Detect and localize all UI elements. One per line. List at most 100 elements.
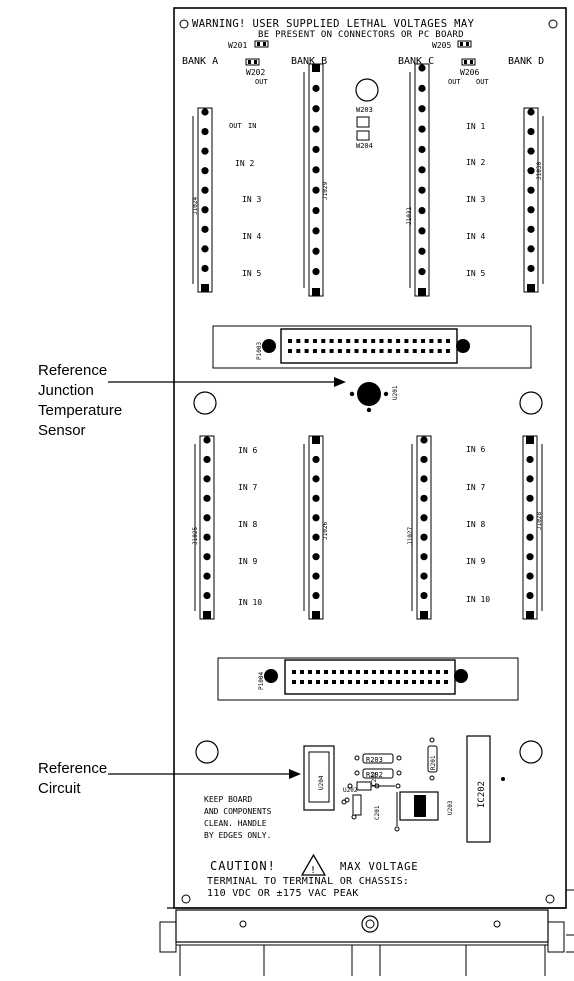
header-pin [308, 670, 312, 674]
terminal-blocks [192, 63, 544, 620]
callout-reference-junction-sensor: Reference Junction Temperature Sensor [38, 361, 122, 441]
out-label: OUT [476, 78, 489, 86]
ic-body [308, 751, 330, 803]
header-pin [356, 670, 360, 674]
terminal-pin [418, 227, 426, 235]
header-pin [404, 670, 408, 674]
out-label: OUT [229, 122, 242, 130]
header-pin [404, 349, 409, 353]
header-pin [364, 670, 368, 674]
callout-reference-circuit: Reference Circuit [38, 759, 107, 799]
jumper-label: W205 [432, 41, 451, 50]
header-pin [312, 339, 317, 343]
terminal-pin [418, 206, 426, 215]
terminal-pin [201, 245, 209, 253]
warning-line-2: BE PRESENT ON CONNECTORS OR PC BOARD [258, 30, 464, 40]
terminal-pin [526, 455, 534, 464]
warning-triangle-icon [300, 853, 327, 876]
jumper-pin [248, 60, 251, 64]
jumper-pin [263, 42, 266, 46]
jumper-block [457, 40, 472, 48]
header-pin [312, 349, 317, 353]
mounting-hole [179, 19, 189, 29]
terminal-block [523, 107, 539, 293]
terminal-pin [418, 166, 426, 174]
terminal-pin-square [201, 284, 209, 292]
solder-pad [351, 814, 357, 820]
header-pin [388, 680, 392, 684]
warning-triangle-mark: ! [310, 865, 316, 876]
chassis-bracket [159, 907, 566, 976]
solder-pad [347, 783, 353, 789]
callout-arrowhead [334, 377, 346, 387]
solder-pad [344, 797, 350, 803]
header-pin [379, 349, 384, 353]
ribbon-ref: P1004 [258, 672, 265, 690]
terminal-block [308, 63, 324, 297]
keep-clean-line: BY EDGES ONLY. [204, 831, 271, 840]
channel-label: IN 9 [238, 557, 257, 566]
resistor-body [362, 768, 394, 779]
channel-label: IN 7 [466, 483, 485, 492]
header-pin [346, 349, 351, 353]
terminal-pin [203, 591, 211, 600]
header-pin [362, 349, 367, 353]
header-pin [292, 680, 296, 684]
header-pin [437, 349, 442, 353]
caution-line-3: 110 VDC OR ±175 VAC PEAK [207, 888, 359, 899]
connector-footprint [212, 325, 532, 369]
bracket-hole [239, 920, 247, 928]
header-pin [437, 339, 442, 343]
channel-label: IN 1 [466, 122, 485, 131]
channel-label: IN 6 [466, 445, 485, 454]
mounting-hole [545, 894, 555, 904]
terminal-pin [203, 514, 211, 522]
terminal-pin [312, 145, 320, 154]
terminal-pin [312, 247, 320, 255]
header-pin [420, 680, 424, 684]
header-pin [371, 339, 376, 343]
part-ref: U204 [318, 775, 325, 790]
terminal-pin [527, 167, 535, 175]
part-ref: R202 [366, 771, 383, 779]
terminal-pin [420, 514, 428, 522]
terminal-pin [418, 64, 426, 72]
mounting-hole [195, 740, 219, 764]
header-pin [316, 670, 320, 674]
terminal-pin [312, 455, 320, 464]
callout-line: Temperature [38, 402, 123, 419]
terminal-pin [203, 533, 211, 541]
header-pin [332, 680, 336, 684]
bracket-ear [159, 921, 177, 953]
header-pin [296, 339, 301, 343]
header-pin [288, 349, 292, 353]
sensor-pin [383, 391, 389, 397]
jumper-pin [460, 42, 463, 46]
terminal-pin [418, 186, 426, 194]
terminal-pin [201, 206, 209, 214]
callout-line: Reference [38, 760, 108, 777]
jumper-block [356, 116, 370, 128]
solder-pad [394, 826, 400, 832]
terminal-pin-square [527, 284, 535, 292]
header-pin [429, 349, 434, 353]
connector-post [262, 339, 276, 353]
terminal-pin-square [312, 436, 320, 444]
keep-clean-line: CLEAN. HANDLE [204, 819, 267, 828]
header-pin [329, 339, 334, 343]
part-ref: R201 [430, 755, 437, 770]
mounting-hole [519, 740, 543, 764]
header-pin [296, 349, 301, 353]
jumper-label: W204 [356, 142, 373, 150]
solder-pad [354, 755, 360, 761]
solder-pad [354, 770, 360, 776]
header-pin [372, 680, 376, 684]
header-pin [288, 339, 292, 343]
keep-clean-line: KEEP BOARD [204, 795, 252, 804]
bank-label: BANK C [398, 56, 434, 67]
header-pin [446, 349, 450, 353]
channel-label: IN 5 [242, 269, 261, 278]
jumper-label: W201 [228, 41, 247, 50]
